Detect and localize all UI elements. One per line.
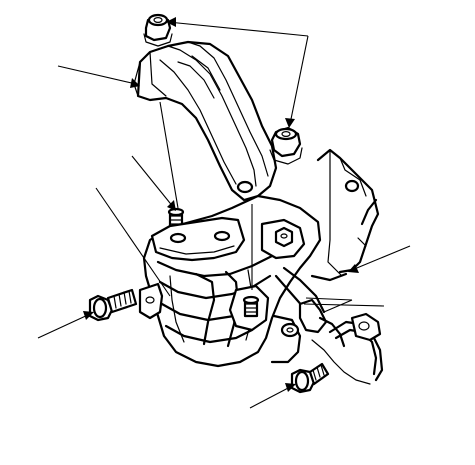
- arrowhead-nut-top: [166, 17, 176, 27]
- arrowhead-block: [348, 264, 359, 273]
- exhaust-flange-bolt-left: [88, 288, 138, 322]
- leader-bolt-lower: [249, 385, 293, 409]
- upper-heat-shield: [133, 40, 278, 202]
- engine-block-section: [310, 148, 380, 282]
- leader-block: [351, 245, 411, 271]
- leader-bolt-left: [37, 313, 91, 339]
- arrowhead-heat-shield: [130, 78, 140, 88]
- leader-nut-right: [289, 35, 309, 125]
- flange-nut-top: [143, 13, 173, 47]
- leader-sensor-c: [323, 299, 353, 313]
- leader-sensor-a: [303, 303, 385, 307]
- exhaust-flange-bolt-lower: [290, 362, 330, 394]
- arrowhead-bolt-lower: [285, 383, 296, 392]
- oxygen-sensor: [298, 298, 384, 385]
- leader-stud: [131, 155, 175, 209]
- leader-converter: [95, 187, 171, 297]
- arrowhead-stud: [167, 200, 176, 211]
- leader-centerline-stud: [159, 101, 179, 209]
- leader-heat-shield: [57, 65, 137, 85]
- catalytic-converter-manifold: [138, 194, 326, 368]
- arrowhead-nut-right: [285, 118, 295, 128]
- leader-sensor-b: [305, 297, 353, 301]
- flange-nut-right: [269, 126, 303, 165]
- arrowhead-bolt-left: [83, 311, 94, 320]
- leader-lines: [37, 17, 411, 409]
- leader-nut-top: [167, 21, 309, 37]
